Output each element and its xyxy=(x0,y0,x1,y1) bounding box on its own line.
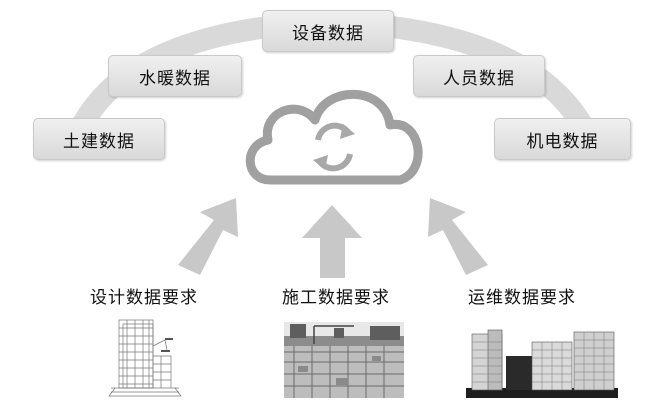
requirement-construction: 施工数据要求 xyxy=(282,288,390,308)
operation-buildings-image xyxy=(466,328,618,398)
requirement-design: 设计数据要求 xyxy=(90,288,198,308)
data-box-label: 水暖数据 xyxy=(139,68,211,89)
data-box-mep: 机电数据 xyxy=(494,118,631,160)
up-arrow-icon xyxy=(428,198,488,275)
design-building-model-image xyxy=(105,316,185,398)
up-arrow-icon xyxy=(302,205,362,278)
construction-site-image xyxy=(284,322,404,398)
data-box-personnel: 人员数据 xyxy=(413,55,545,97)
requirement-operation: 运维数据要求 xyxy=(468,288,576,308)
data-box-civil: 土建数据 xyxy=(33,118,165,160)
data-box-label: 设备数据 xyxy=(292,23,364,44)
cloud-sync-icon xyxy=(245,89,423,185)
data-box-hvac: 水暖数据 xyxy=(108,55,242,97)
data-box-label: 机电数据 xyxy=(526,131,599,152)
up-arrow-icon xyxy=(178,198,238,275)
data-box-label: 人员数据 xyxy=(443,68,515,89)
data-box-label: 土建数据 xyxy=(63,131,135,152)
data-box-equipment: 设备数据 xyxy=(262,10,394,52)
